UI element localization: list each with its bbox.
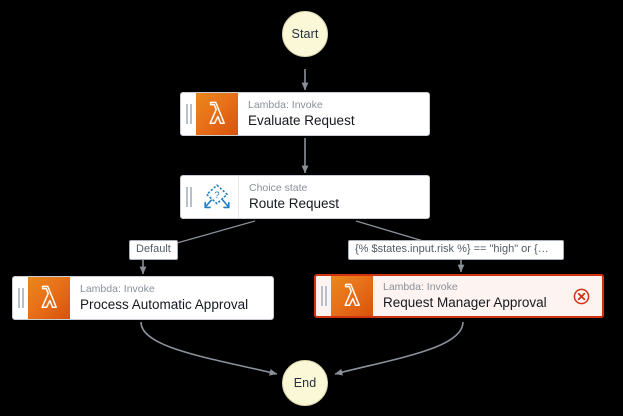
edge-process-to-end [140, 321, 278, 376]
edge-request-to-end [334, 321, 464, 376]
end-node-label: End [293, 376, 317, 390]
state-node-route-request[interactable]: ? Choice state Route Request [180, 175, 430, 219]
end-node[interactable]: End [282, 360, 328, 406]
drag-handle[interactable] [13, 277, 28, 319]
lambda-icon [196, 93, 238, 135]
edge-label-default-text: Default [136, 243, 171, 255]
lambda-icon [28, 277, 70, 319]
drag-handle[interactable] [181, 93, 196, 135]
edge-route-to-default-label [176, 220, 256, 244]
drag-handle[interactable] [316, 276, 331, 316]
state-node-evaluate-request[interactable]: Lambda: Invoke Evaluate Request [180, 92, 430, 136]
edge-route-to-condition-label [355, 220, 431, 244]
state-node-process-automatic-approval[interactable]: Lambda: Invoke Process Automatic Approva… [12, 276, 274, 320]
error-circle-x-icon [573, 288, 590, 304]
state-name-label: Route Request [249, 196, 340, 211]
choice-state-icon: ? [196, 176, 239, 218]
state-name-label: Request Manager Approval [383, 295, 547, 310]
error-badge[interactable] [573, 276, 602, 316]
state-type-label: Choice state [249, 182, 308, 194]
edge-label-condition-text: {% $states.input.risk %} == "high" or {%… [355, 243, 559, 255]
drag-handle[interactable] [181, 176, 196, 218]
state-type-label: Lambda: Invoke [80, 283, 155, 295]
edge-label-condition[interactable]: {% $states.input.risk %} == "high" or {%… [348, 240, 564, 260]
lambda-icon [331, 276, 373, 316]
state-name-label: Evaluate Request [248, 113, 355, 128]
state-node-request-manager-approval[interactable]: Lambda: Invoke Request Manager Approval [314, 274, 604, 318]
state-name-label: Process Automatic Approval [80, 297, 249, 312]
start-node[interactable]: Start [282, 11, 328, 57]
edge-label-default[interactable]: Default [129, 240, 178, 260]
svg-text:?: ? [214, 190, 219, 201]
start-node-label: Start [291, 27, 319, 41]
state-type-label: Lambda: Invoke [248, 99, 323, 111]
state-type-label: Lambda: Invoke [383, 281, 458, 293]
